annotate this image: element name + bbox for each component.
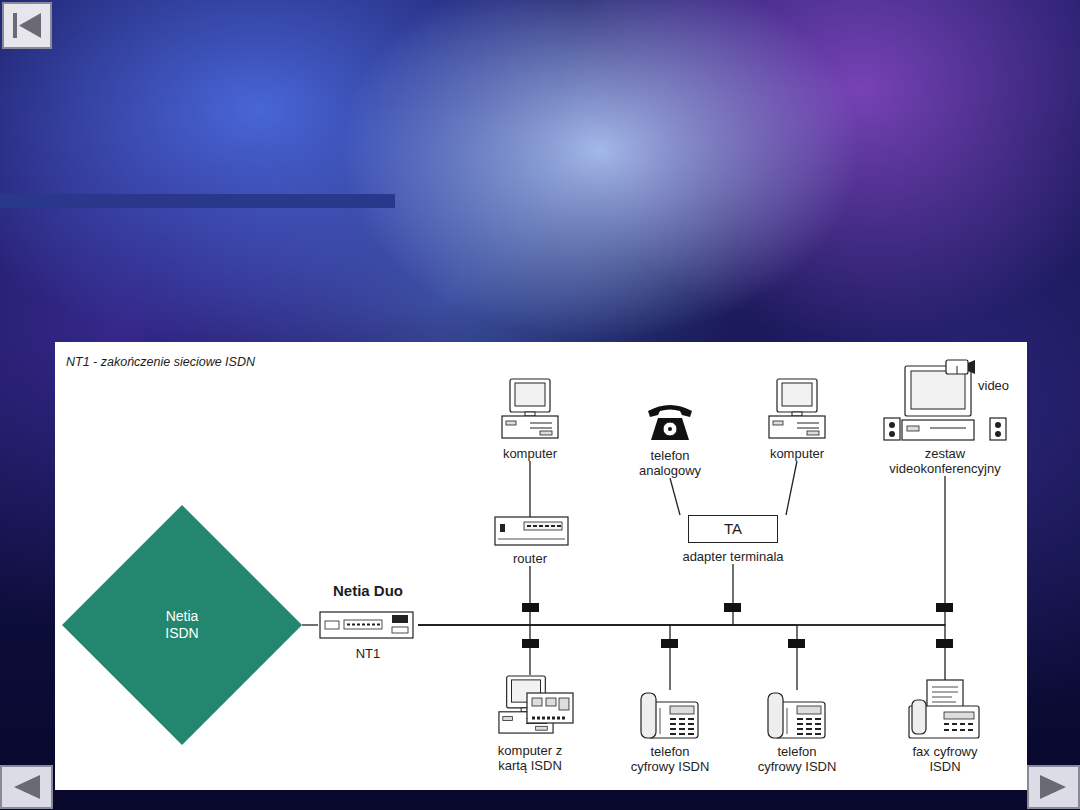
fax-icon — [909, 680, 979, 738]
socket — [788, 639, 805, 648]
device-label: video — [978, 378, 1009, 393]
node-label: komputer z kartą ISDN — [484, 743, 576, 773]
title-bar — [0, 194, 395, 208]
socket — [936, 603, 953, 612]
nt1-node: Netia DuoNT1 — [318, 582, 418, 662]
computer-node: komputer — [488, 378, 572, 461]
computer-icon — [499, 676, 553, 733]
computer-icon — [502, 379, 558, 438]
diagram-title: NT1 - zakończenie sieciowe ISDN — [66, 355, 255, 369]
bus-connector — [786, 461, 797, 515]
node-label: fax cyfrowy ISDN — [905, 744, 985, 774]
node-label: Netia ISDN — [154, 608, 210, 642]
node-label: router — [500, 551, 560, 566]
socket — [522, 639, 539, 648]
node-label: TA — [688, 515, 778, 543]
socket — [936, 639, 953, 648]
node-label: telefon cyfrowy ISDN — [755, 744, 839, 774]
videoconference-node: zestaw videokonferencyjny — [878, 360, 1012, 476]
node-label: Netia Duo — [318, 582, 418, 600]
bus-connector — [302, 624, 318, 625]
isdn-card-icon — [527, 693, 573, 723]
computer-node: komputer — [755, 378, 839, 461]
nt1-device — [320, 612, 413, 638]
analog-phone-node: telefon analogowy — [633, 404, 707, 478]
node-label: komputer — [757, 446, 837, 461]
bus-connector — [418, 625, 530, 675]
node-label: telefon analogowy — [635, 448, 705, 478]
bus-connector — [418, 476, 945, 625]
bus-connector — [418, 566, 530, 625]
computer-icon — [769, 379, 825, 438]
bus-connector — [670, 478, 680, 515]
first-slide-button — [3, 3, 51, 48]
button-arrow — [19, 13, 41, 38]
digital-phone-node: telefon cyfrowy ISDN — [626, 690, 714, 774]
button-arrow — [14, 775, 40, 799]
socket — [661, 639, 678, 648]
socket — [522, 603, 539, 612]
node-label: zestaw videokonferencyjny — [883, 446, 1008, 476]
videoconference-icon — [884, 360, 1006, 440]
isdn-computer-node: komputer z kartą ISDN — [482, 675, 578, 773]
node-label: komputer — [490, 446, 570, 461]
forward-button — [1028, 766, 1079, 808]
button-bar — [13, 13, 17, 38]
node-sublabel: adapter terminala — [668, 549, 798, 564]
node-sublabel: NT1 — [318, 646, 418, 662]
terminal-adapter-node: TA adapter terminala — [668, 515, 798, 564]
network-diamond: Netia ISDN — [62, 505, 302, 745]
node-label: telefon cyfrowy ISDN — [628, 744, 712, 774]
bus-connector — [418, 625, 670, 690]
digital-fax-node: fax cyfrowy ISDN — [903, 680, 987, 774]
digital-phone-node: telefon cyfrowy ISDN — [753, 690, 841, 774]
digital-phone-icon — [768, 693, 825, 738]
analog-phone-icon — [648, 405, 692, 440]
router-node: router — [492, 517, 569, 566]
bus-connector — [418, 564, 733, 625]
back-button — [1, 766, 52, 808]
socket — [724, 603, 741, 612]
bus-connector — [418, 625, 945, 680]
bus-connector — [529, 461, 530, 517]
digital-phone-icon — [641, 693, 698, 738]
bus-connector — [418, 625, 797, 690]
router-icon — [495, 517, 568, 545]
button-arrow — [1040, 775, 1066, 799]
diamond-fill — [62, 505, 302, 745]
